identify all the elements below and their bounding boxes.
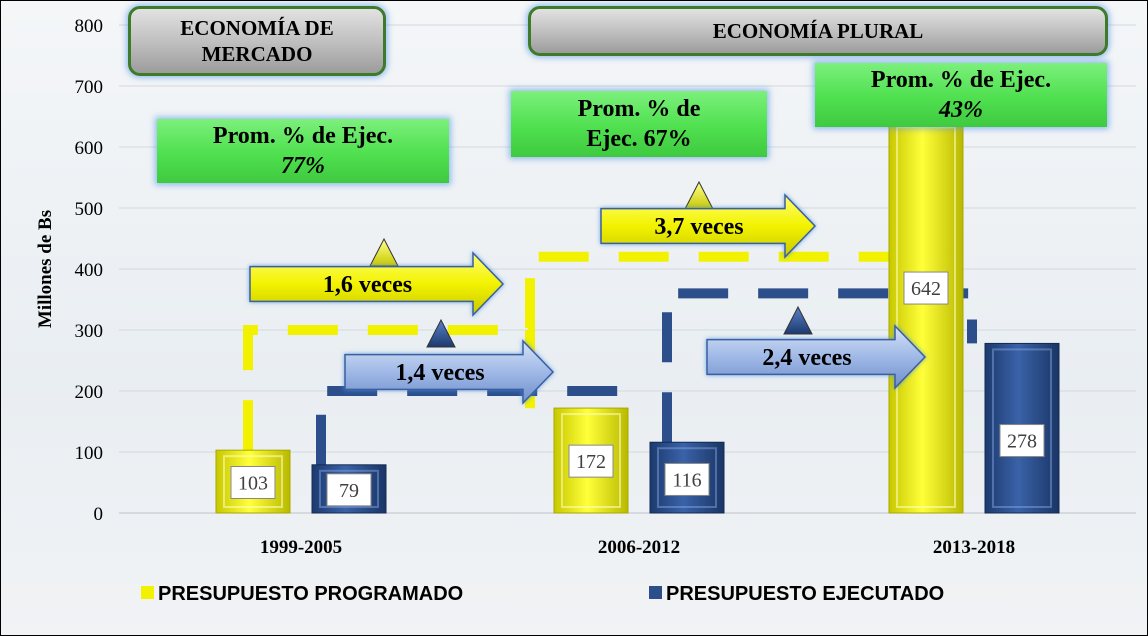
y-tick-label: 300 xyxy=(75,321,104,342)
bar-programado xyxy=(888,120,964,514)
y-tick-label: 100 xyxy=(75,443,104,464)
panel-economia-mercado: ECONOMÍA DE MERCADO xyxy=(128,6,386,76)
bar-bevel xyxy=(319,469,379,508)
avg-execution-2-line2: Ejec. 67% xyxy=(586,126,692,152)
bar-bevel xyxy=(657,447,717,508)
y-tick-label: 800 xyxy=(75,16,104,37)
data-label: 116 xyxy=(672,469,701,491)
triangle-up-programado-1 xyxy=(369,237,399,267)
data-label-box xyxy=(999,424,1045,458)
x-tick-label: 1999-2005 xyxy=(260,537,342,558)
y-axis-label: Millones de Bs xyxy=(35,210,56,328)
data-label-box xyxy=(903,271,949,305)
growth-arrow-ejecutado-1: 1,4 veces xyxy=(344,339,555,405)
avg-execution-1-line2: 77% xyxy=(281,153,325,179)
bar-bevel xyxy=(992,348,1052,509)
growth-arrow-ejecutado-1-label: 1,4 veces xyxy=(395,360,484,386)
panel-economia-mercado-text: ECONOMÍA DE MERCADO xyxy=(180,16,334,66)
growth-arrow-ejecutado-1-shape xyxy=(344,339,555,405)
data-label: 642 xyxy=(911,278,941,300)
bar-bevel xyxy=(561,413,621,508)
data-label-box xyxy=(664,462,710,496)
growth-arrow-programado-2-label: 3,7 veces xyxy=(654,214,743,240)
growth-arrow-programado-2: 3,7 veces xyxy=(600,193,817,259)
legend-item-ejecutado: PRESUPUESTO EJECUTADO xyxy=(649,583,944,606)
bar-bevel xyxy=(896,126,956,508)
triangle-up-ejecutado-2 xyxy=(783,305,813,335)
avg-execution-1-line1: Prom. % de Ejec. xyxy=(212,123,394,149)
growth-arrow-programado-1: 1,6 veces xyxy=(249,251,505,317)
avg-execution-3-line2: 43% xyxy=(939,97,983,123)
avg-execution-box-1: Prom. % de Ejec. 77% xyxy=(157,119,449,183)
triangle-up-programado-2 xyxy=(684,180,714,210)
legend-label-programado: PRESUPUESTO PROGRAMADO xyxy=(158,583,464,605)
y-tick-label: 600 xyxy=(75,138,104,159)
bar-bevel xyxy=(223,455,283,509)
y-tick-label: 200 xyxy=(75,382,104,403)
x-tick-label: 2006-2012 xyxy=(598,537,680,558)
growth-arrow-programado-1-shape xyxy=(249,251,505,317)
data-label-box xyxy=(326,473,372,507)
legend-item-programado: PRESUPUESTO PROGRAMADO xyxy=(141,583,463,606)
bar-body xyxy=(888,120,964,514)
avg-execution-box-3: Prom. % de Ejec. 43% xyxy=(815,63,1107,127)
legend-swatch-ejecutado xyxy=(649,586,662,599)
data-label: 172 xyxy=(576,451,606,473)
y-tick-label: 500 xyxy=(75,199,104,220)
panel-economia-plural: ECONOMÍA PLURAL xyxy=(528,6,1108,56)
avg-execution-box-2: Prom. % de Ejec. 67% xyxy=(511,91,767,157)
data-label: 278 xyxy=(1007,431,1037,453)
legend-label-ejecutado: PRESUPUESTO EJECUTADO xyxy=(666,583,945,605)
x-tick-label: 2013-2018 xyxy=(933,537,1015,558)
data-label: 79 xyxy=(339,480,359,502)
data-label: 103 xyxy=(238,473,268,495)
growth-arrow-ejecutado-2-shape xyxy=(706,324,927,390)
growth-connector-programado-2 xyxy=(525,251,898,409)
growth-arrow-ejecutado-2: 2,4 veces xyxy=(706,324,927,390)
growth-arrow-ejecutado-2-label: 2,4 veces xyxy=(762,345,851,371)
growth-arrow-programado-1-label: 1,6 veces xyxy=(323,272,412,298)
avg-execution-2-line1: Prom. % de xyxy=(577,96,701,122)
triangle-up-ejecutado-1 xyxy=(426,318,456,348)
legend-swatch-programado xyxy=(141,586,154,599)
avg-execution-3-line1: Prom. % de Ejec. xyxy=(870,67,1052,93)
growth-arrow-programado-2-shape xyxy=(600,193,817,259)
data-label-box xyxy=(230,466,276,499)
data-label-box xyxy=(568,444,614,478)
y-tick-label: 700 xyxy=(75,77,104,98)
panel-economia-plural-text: ECONOMÍA PLURAL xyxy=(712,19,924,43)
y-tick-label: 0 xyxy=(94,504,104,525)
y-tick-label: 400 xyxy=(75,260,104,281)
